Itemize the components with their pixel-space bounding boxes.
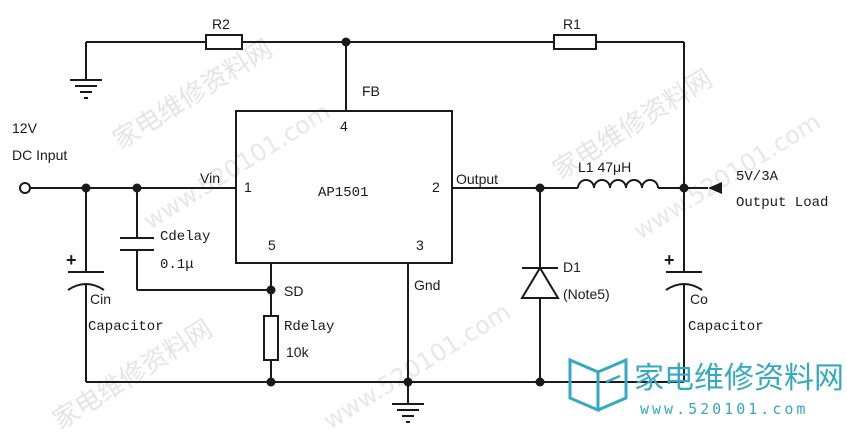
cdelay-value: 0.1μ (160, 257, 194, 273)
cin-capacitor-label: Capacitor (88, 319, 164, 335)
ic-name: AP1501 (318, 185, 368, 201)
logo-book-icon (568, 357, 628, 413)
d1-triangle (520, 266, 560, 299)
r1-label: R1 (563, 16, 581, 32)
input-voltage-label: 12V (12, 120, 38, 136)
output-pin-label: Output (456, 171, 498, 187)
pin-2-number: 2 (432, 179, 440, 195)
input-terminal (19, 182, 31, 194)
pin-1-number: 1 (244, 179, 252, 195)
resistor-rdelay (263, 315, 279, 361)
rdelay-value: 10k (286, 344, 310, 360)
sd-label: SD (284, 283, 303, 299)
ground-symbol-bottom (392, 403, 424, 423)
pin-4-number: 4 (340, 118, 348, 134)
input-label: DC Input (12, 147, 67, 163)
watermark-url-2: www.520101.com (628, 108, 825, 246)
watermark-cn-2: 家电维修资料网 (548, 64, 718, 186)
rdelay-label: Rdelay (284, 319, 334, 335)
inductor-l1 (577, 179, 659, 189)
watermark-url-3: www.520101.com (318, 298, 515, 434)
vin-label: Vin (200, 170, 220, 186)
d1-note-label: (Note5) (563, 286, 610, 302)
fb-label: FB (362, 83, 380, 99)
r2-label: R2 (212, 16, 230, 32)
d1-label: D1 (563, 259, 581, 275)
co-capacitor-label: Capacitor (688, 319, 764, 335)
resistor-r1 (553, 34, 597, 50)
pin-3-number: 3 (416, 237, 424, 253)
co-label: Co (690, 291, 708, 307)
cdelay-label: Cdelay (160, 229, 210, 245)
node-rdelay-ground (266, 377, 276, 387)
co-plus-sign: + (664, 250, 675, 270)
output-load-label: Output Load (736, 195, 828, 211)
resistor-r2 (205, 34, 243, 50)
gnd-label: Gnd (414, 277, 440, 293)
ground-symbol-top (70, 79, 102, 99)
watermark-cn-1: 家电维修资料网 (108, 34, 278, 156)
cin-label: Cin (90, 291, 111, 307)
pin-5-number: 5 (268, 237, 276, 253)
logo-text: 家电维修资料网 (634, 361, 844, 396)
cin-plus-sign: + (66, 250, 77, 270)
inductor-label: L1 47μH (578, 159, 631, 175)
node-sd-junction (266, 285, 276, 295)
logo-url: www.520101.com (640, 400, 808, 418)
site-logo: 家电维修资料网 www.520101.com (568, 357, 844, 418)
output-arrow-icon (708, 182, 722, 194)
output-voltage-label: 5V/3A (736, 169, 779, 185)
